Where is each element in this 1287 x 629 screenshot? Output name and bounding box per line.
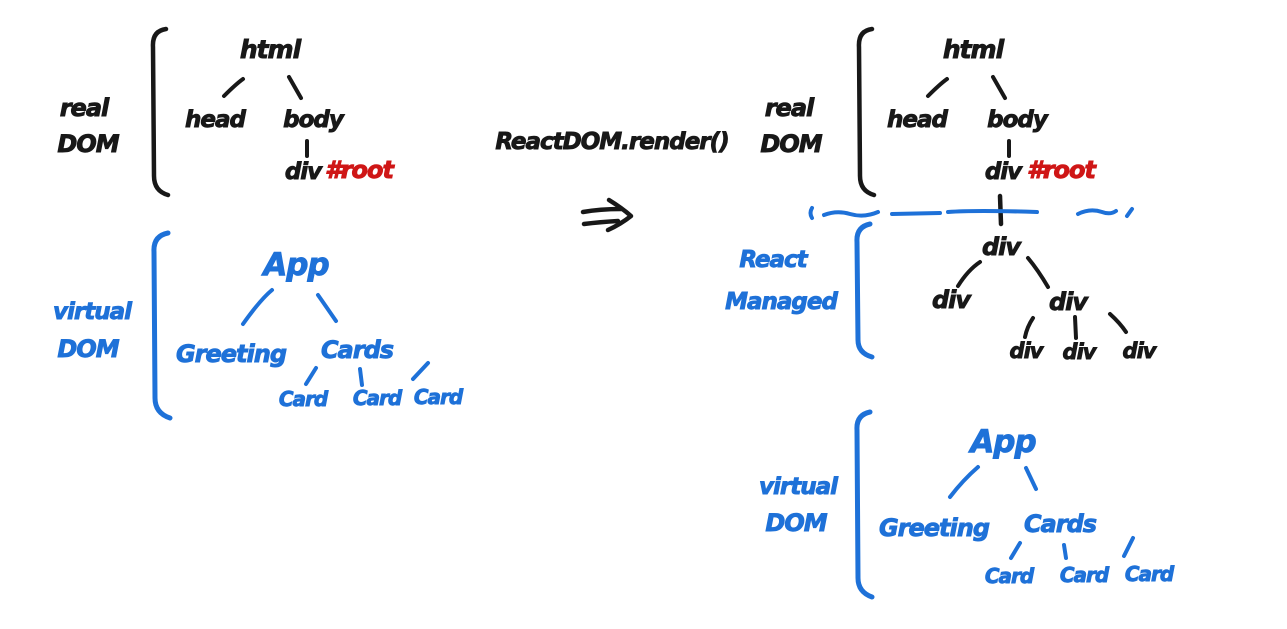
left-real-dom-label-line2: DOM [57,130,119,158]
left-real-dom-group: real DOM html head body div #root [57,26,397,198]
left-virtual-dom-group: virtual DOM App Greeting Cards Card Card… [53,230,465,421]
right-real-dom-root-id: #root [1027,156,1098,184]
right-virtual-dom-edge-cards-card1 [1009,541,1022,560]
left-virtual-dom-card3-node: Card [414,385,464,409]
right-real-dom-body-node: body [987,107,1049,133]
react-managed-group: React Managed div div div div div div [725,221,1159,364]
left-real-dom-div-node: div [285,159,323,185]
left-real-dom-root-node: html [240,35,302,64]
left-real-dom-edge-html-body [287,75,303,100]
right-real-dom-group: real DOM html head body div #root [760,26,1099,227]
left-virtual-dom-card1-node: Card [279,387,329,411]
react-managed-child-right-node: div [1049,288,1089,316]
react-managed-label-line1: React [739,247,808,273]
right-virtual-dom-card1-node: Card [985,564,1035,588]
left-virtual-dom-label-line1: virtual [53,299,133,325]
right-real-dom-edge-html-head [926,77,949,98]
right-real-dom-root-node: html [943,35,1005,64]
right-real-dom-head-node: head [887,107,948,133]
transform-group: ReactDOM.render() [495,129,730,233]
left-virtual-dom-app-node: App [260,247,328,283]
left-virtual-dom-edge-cards-card3 [411,361,430,381]
react-managed-child-left-node: div [932,286,972,314]
left-virtual-dom-edge-cards-card1 [304,366,318,386]
right-virtual-dom-edge-app-cards [1024,466,1038,491]
left-real-dom-body-node: body [283,107,345,133]
left-real-dom-label-line1: real [60,94,110,122]
left-real-dom-edge-html-head [222,77,245,98]
left-virtual-dom-edge-app-greeting [241,288,274,326]
right-virtual-dom-label-line2: DOM [765,509,827,537]
react-managed-leaf3-node: div [1123,339,1158,363]
right-virtual-dom-group: virtual DOM App Greeting Cards Card Card… [759,409,1176,600]
right-virtual-dom-label-line1: virtual [759,474,839,500]
right-real-dom-label-line2: DOM [760,130,822,158]
right-virtual-dom-card3-node: Card [1125,562,1175,586]
right-virtual-dom-app-node: App [967,424,1035,460]
react-managed-edge-root-right [1026,256,1050,289]
right-real-dom-div-node: div [985,159,1023,185]
react-managed-edge-leaf2 [1073,315,1078,340]
left-virtual-dom-edge-cards-card2 [358,367,364,387]
react-managed-leaf2-node: div [1063,340,1098,364]
right-real-dom-label-line1: real [765,94,815,122]
double-arrow-right-icon [580,197,634,233]
left-real-dom-root-id: #root [325,156,396,184]
react-managed-root-node: div [982,233,1022,261]
react-managed-bracket [854,221,875,360]
left-virtual-dom-edge-app-cards [316,293,338,323]
left-real-dom-head-node: head [185,107,246,133]
left-virtual-dom-greeting-node: Greeting [176,340,287,368]
left-virtual-dom-cards-node: Cards [321,336,394,364]
right-virtual-dom-cards-node: Cards [1024,510,1097,538]
right-virtual-dom-edge-cards-card2 [1062,543,1068,560]
react-managed-leaf1-node: div [1010,339,1045,363]
right-real-dom-edge-html-body [991,75,1007,100]
react-managed-edge-leaf3 [1108,312,1128,334]
transform-label: ReactDOM.render() [495,129,728,155]
react-managed-edge-leaf1 [1023,316,1035,339]
right-virtual-dom-greeting-node: Greeting [879,514,990,542]
left-virtual-dom-bracket [151,230,173,421]
right-virtual-dom-card2-node: Card [1060,563,1110,587]
left-virtual-dom-card2-node: Card [353,386,403,410]
react-managed-edge-root-left [956,260,982,288]
right-virtual-dom-edge-app-greeting [948,465,980,499]
right-virtual-dom-edge-cards-card3 [1122,536,1135,558]
react-managed-label-line2: Managed [725,289,838,315]
react-boundary-dashed-line [808,206,1134,220]
right-virtual-dom-bracket [854,409,875,600]
right-real-dom-bracket [856,26,877,198]
left-real-dom-bracket [150,26,171,198]
left-virtual-dom-label-line2: DOM [57,335,119,363]
